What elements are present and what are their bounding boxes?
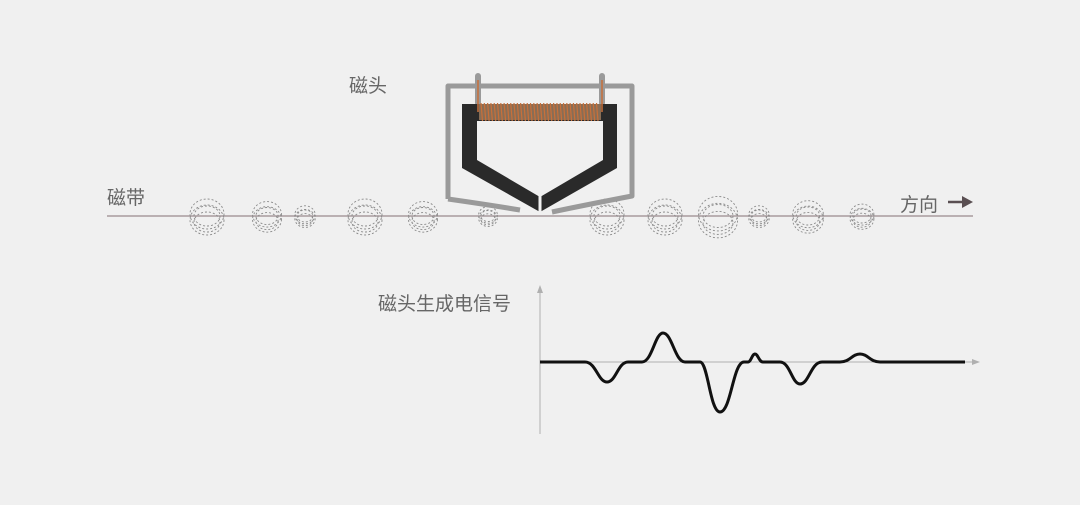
- coil-winding: [566, 102, 569, 122]
- arrow-right-icon: [948, 196, 973, 208]
- head-coil: [477, 80, 603, 122]
- tape-label: 磁带: [107, 187, 145, 209]
- coil-winding: [576, 102, 579, 122]
- coil-winding: [513, 102, 517, 122]
- coil-winding: [480, 102, 484, 122]
- magnetic-domain: [294, 205, 316, 228]
- coil-winding: [506, 102, 510, 122]
- coil-winding: [539, 102, 543, 122]
- coil-winding: [559, 102, 563, 122]
- magnetic-domain: [792, 200, 824, 234]
- coil-winding: [592, 102, 596, 122]
- signal-label: 磁头生成电信号: [378, 293, 511, 315]
- coil-winding: [523, 102, 526, 122]
- coil-winding: [549, 102, 553, 122]
- magnetic-domain: [589, 198, 625, 236]
- coil-winding: [490, 102, 493, 122]
- coil-winding: [496, 102, 500, 122]
- magnetic-domain: [408, 201, 438, 233]
- magnetic-domain: [698, 195, 739, 239]
- coil-winding: [546, 102, 550, 122]
- magnetic-domain: [189, 198, 225, 236]
- coil-winding: [595, 102, 599, 122]
- signal-curve: [540, 331, 965, 414]
- x-axis-arrow: [972, 359, 980, 365]
- magnetic-domain: [347, 198, 383, 236]
- coil-winding: [589, 102, 592, 122]
- coil-winding: [562, 102, 566, 122]
- coil-winding: [579, 102, 583, 122]
- coil-winding: [526, 102, 530, 122]
- coil-winding: [503, 102, 507, 122]
- magnetic-domain: [252, 201, 282, 233]
- coil-winding: [487, 102, 490, 122]
- magnetic-domains: [189, 195, 875, 239]
- direction-label: 方向: [900, 194, 938, 216]
- coil-winding: [543, 102, 546, 122]
- coil-winding: [520, 102, 523, 122]
- coil-winding: [516, 102, 520, 122]
- coil-winding: [529, 102, 533, 122]
- y-axis-arrow: [537, 285, 543, 293]
- coil-winding: [533, 102, 536, 122]
- coil-winding: [553, 102, 556, 122]
- magnetic-domain: [748, 205, 770, 228]
- magnetic-domain: [478, 206, 498, 227]
- coil-winding: [536, 102, 540, 122]
- coil-winding: [582, 102, 586, 122]
- coil-winding: [572, 102, 576, 122]
- head-label: 磁头: [349, 75, 387, 97]
- coil-winding: [483, 102, 487, 122]
- signal-plot: [537, 285, 980, 434]
- coil-winding: [493, 102, 497, 122]
- coil-winding: [569, 102, 573, 122]
- magnetic-domain: [849, 203, 875, 230]
- magnetic-domain: [647, 198, 683, 236]
- coil-winding: [556, 102, 559, 122]
- coil-winding: [510, 102, 513, 122]
- coil-winding: [500, 102, 503, 122]
- head-core: [462, 104, 617, 213]
- coil-winding: [586, 102, 589, 122]
